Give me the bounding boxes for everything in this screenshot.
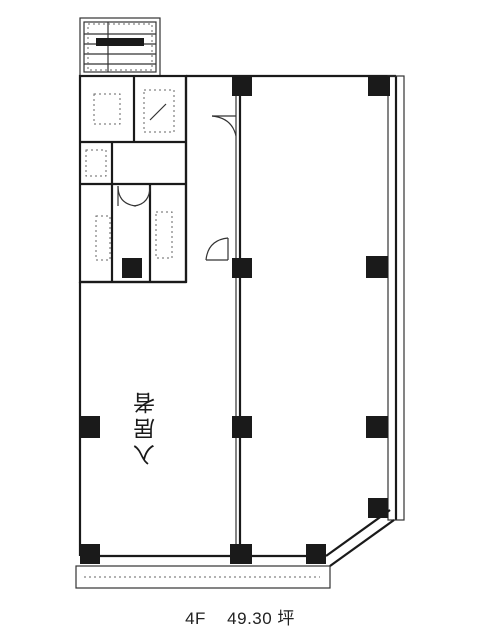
corridor [184,74,237,282]
column-icon [232,76,252,96]
column-icon [306,544,326,564]
tenant-room-label: 入居者 [134,388,159,466]
balcony [75,565,331,589]
column-icon [122,258,142,278]
core-rooms [78,74,188,284]
stairs-icon [79,17,161,77]
floor-area: 49.30 坪 [227,609,295,628]
outer-walls [78,74,405,567]
partition-walls [235,76,242,556]
column-icon [80,544,100,564]
columns [80,76,390,564]
column-icon [368,498,388,518]
floor-level: 4F [185,609,206,628]
column-icon [80,416,100,438]
column-icon [232,258,252,278]
column-icon [366,416,388,438]
column-icon [230,544,252,564]
column-icon [232,416,252,438]
column-icon [366,256,388,278]
column-icon [368,76,390,96]
floor-caption: 4F 49.30 坪 [0,604,480,629]
